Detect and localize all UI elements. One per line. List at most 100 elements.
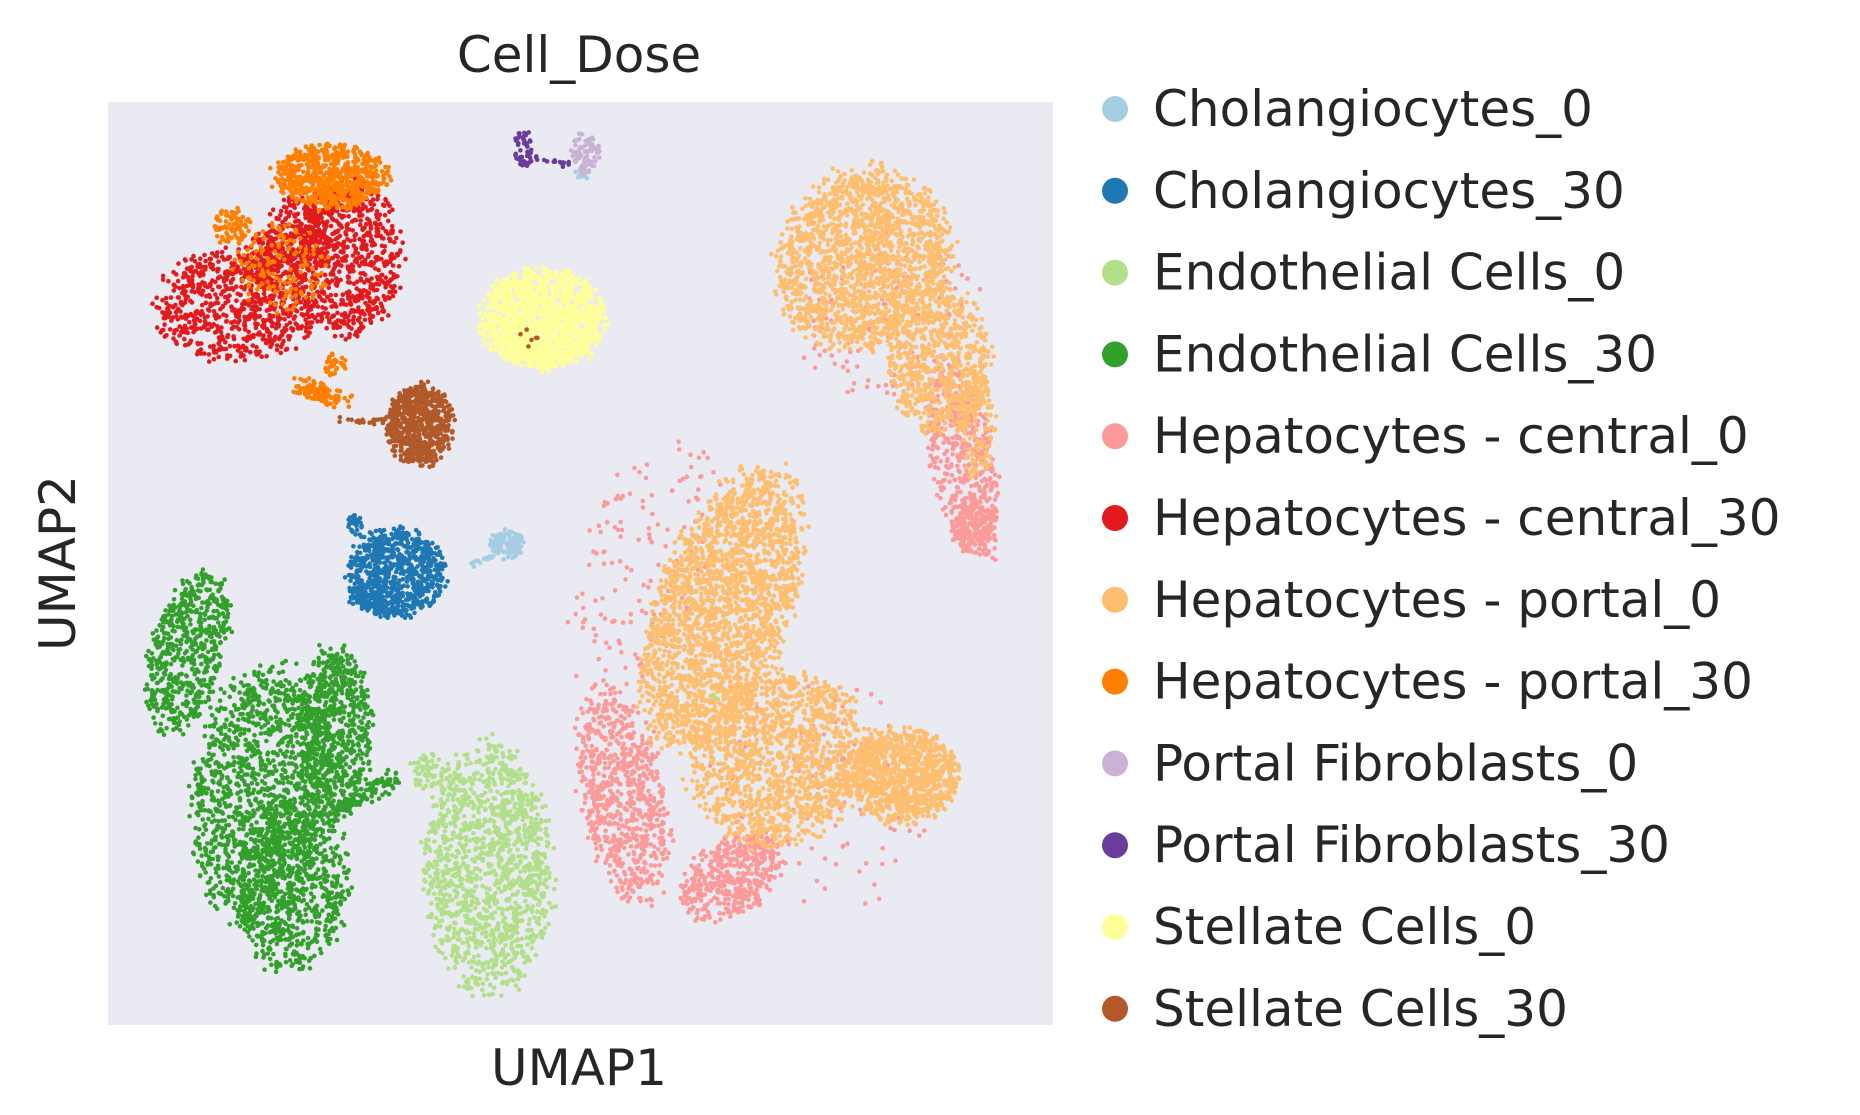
data-point [317, 759, 323, 765]
data-point [457, 954, 463, 959]
data-point [334, 937, 340, 943]
data-point [301, 723, 307, 728]
data-point [515, 533, 521, 538]
data-point [462, 752, 468, 758]
data-point [287, 734, 293, 739]
data-point [436, 824, 441, 830]
data-point [282, 806, 288, 811]
data-point [427, 874, 433, 879]
data-point [277, 857, 283, 862]
data-point [399, 538, 404, 543]
data-point [307, 694, 313, 699]
data-point [265, 820, 270, 826]
data-point [521, 540, 526, 545]
data-point [447, 783, 453, 788]
data-point [484, 908, 490, 914]
data-point [287, 680, 292, 685]
data-point [242, 873, 248, 879]
data-point [193, 772, 198, 778]
data-point [485, 797, 490, 803]
data-point [276, 824, 282, 830]
data-point [483, 871, 488, 877]
data-point [436, 948, 441, 953]
data-point [400, 607, 406, 613]
data-point [210, 733, 215, 739]
data-point [311, 815, 317, 820]
data-point [533, 805, 538, 810]
data-point [267, 838, 273, 844]
data-point [421, 548, 426, 553]
data-point [225, 775, 230, 780]
data-point [306, 804, 312, 810]
data-point [361, 760, 366, 766]
data-point [444, 904, 449, 909]
data-point [404, 579, 410, 584]
data-point [358, 670, 364, 675]
data-point [301, 706, 306, 712]
data-point [211, 798, 217, 803]
data-point [316, 740, 322, 746]
data-point [265, 787, 271, 793]
data-point [363, 556, 369, 562]
data-point [233, 707, 239, 712]
data-point [511, 842, 517, 848]
data-point [213, 716, 218, 722]
data-point [216, 770, 222, 775]
data-point [478, 803, 483, 809]
data-point [275, 710, 280, 715]
data-point [361, 696, 367, 702]
data-point [397, 595, 403, 601]
data-point [295, 863, 300, 869]
data-point [391, 535, 397, 540]
data-point [466, 944, 472, 949]
data-point [227, 727, 232, 733]
data-point [488, 538, 494, 543]
data-point [426, 866, 431, 872]
data-point [269, 898, 275, 904]
data-point [258, 789, 263, 794]
data-point [476, 900, 481, 906]
data-point [379, 529, 384, 535]
data-point [241, 868, 247, 874]
data-point [305, 765, 310, 770]
data-point [491, 985, 497, 991]
data-point [452, 965, 458, 971]
data-point [349, 885, 355, 890]
data-point [414, 765, 420, 771]
data-point [208, 809, 213, 814]
data-point [216, 818, 221, 824]
data-point [203, 827, 209, 833]
data-point [451, 830, 456, 835]
data-point [525, 802, 531, 808]
data-point [286, 740, 292, 745]
data-point [381, 568, 386, 573]
data-point [513, 983, 519, 988]
data-point [421, 887, 426, 892]
data-point [441, 823, 447, 828]
data-point [422, 870, 428, 875]
data-point [292, 837, 298, 843]
data-point [431, 594, 437, 599]
data-point [323, 869, 329, 874]
data-point [584, 176, 590, 181]
data-point [214, 906, 220, 912]
data-point [398, 585, 404, 591]
data-point [230, 849, 235, 854]
data-point [415, 579, 421, 585]
data-point [460, 886, 466, 891]
data-point [526, 935, 532, 941]
data-point [429, 784, 435, 789]
data-point [285, 790, 291, 795]
data-point [547, 870, 552, 876]
data-point [471, 837, 477, 842]
data-point [445, 797, 450, 803]
data-point [493, 975, 498, 981]
data-point [519, 936, 525, 941]
data-point [199, 788, 205, 794]
data-point [238, 765, 243, 770]
data-point [349, 574, 355, 580]
data-point [542, 913, 547, 919]
data-point [277, 921, 282, 927]
data-point [505, 554, 511, 559]
data-point [241, 760, 246, 766]
